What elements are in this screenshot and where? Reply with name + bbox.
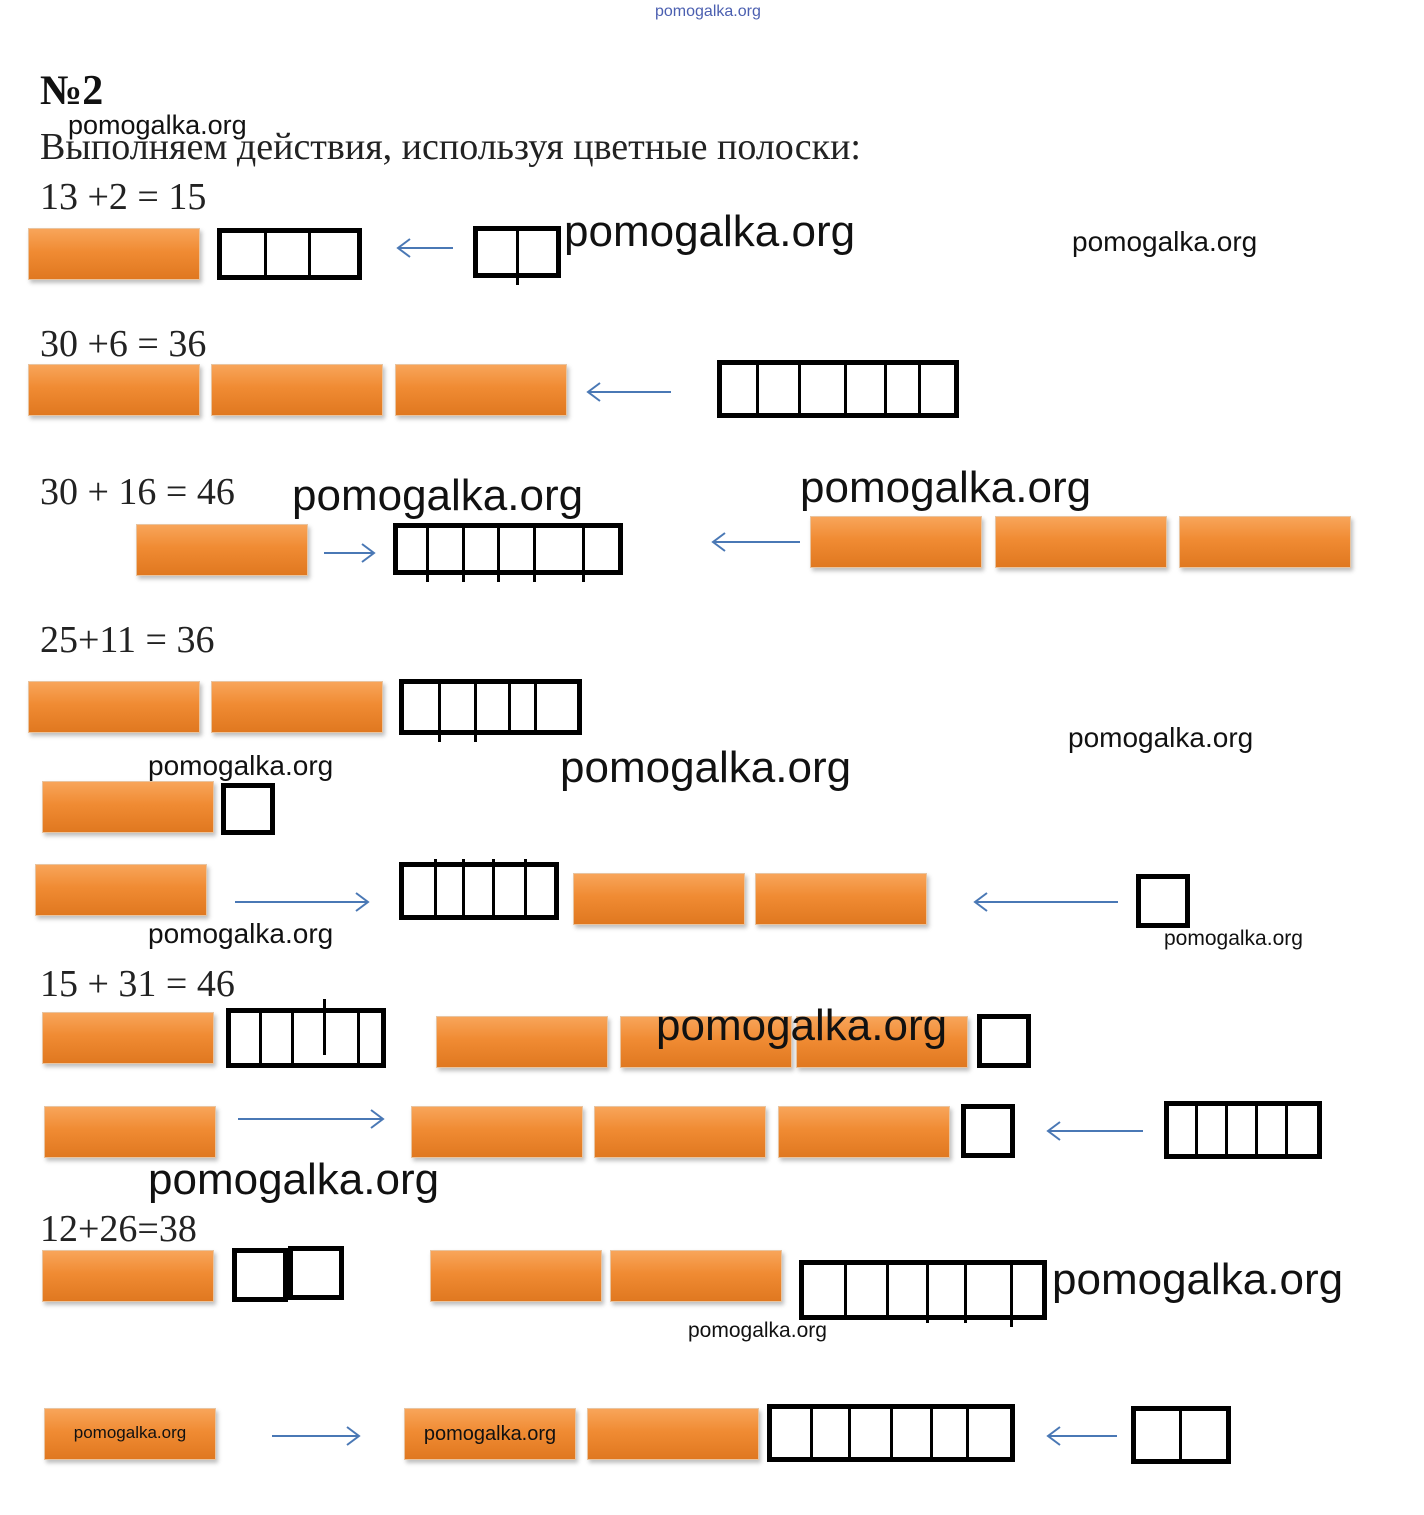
ten-bar	[211, 681, 383, 733]
arrow-right-icon	[235, 892, 370, 912]
arrow-right-icon	[238, 1109, 385, 1129]
ten-bar	[620, 1016, 792, 1068]
unit-cell-1	[977, 1014, 1031, 1068]
watermark: pomogalka.org	[656, 1001, 948, 1050]
bar-watermark: pomogalka.org	[423, 1423, 557, 1445]
ten-bar	[796, 1016, 968, 1068]
unit-cells-5	[1164, 1101, 1322, 1159]
unit-cells-5	[226, 999, 386, 1068]
bar-watermark: pomogalka.org	[73, 1423, 187, 1442]
equation-1: 13 +2 = 15	[40, 176, 207, 218]
watermark: pomogalka.org	[68, 110, 247, 140]
ten-bar-labeled: pomogalka.org	[44, 1408, 216, 1460]
site-header-watermark: pomogalka.org	[655, 3, 761, 20]
arrow-right-icon	[272, 1426, 361, 1446]
ten-bar	[395, 364, 567, 416]
arrow-right-icon	[324, 543, 376, 563]
arrow-left-icon	[586, 382, 671, 402]
ten-bar	[594, 1106, 766, 1158]
ten-bar	[42, 781, 214, 833]
ten-bar	[42, 1250, 214, 1302]
arrow-left-icon	[711, 532, 800, 552]
unit-cells-5	[399, 859, 559, 920]
unit-cells-2	[1131, 1406, 1231, 1464]
watermark: pomogalka.org	[800, 463, 1092, 512]
task-title: №2	[40, 68, 104, 114]
ten-bar	[995, 516, 1167, 568]
watermark: pomogalka.org	[1068, 722, 1254, 753]
watermark: pomogalka.org	[688, 1319, 827, 1342]
unit-cell-1	[221, 783, 275, 835]
equation-4: 25+11 = 36	[40, 619, 215, 661]
ten-bar	[411, 1106, 583, 1158]
ten-bar	[436, 1016, 608, 1068]
unit-cells-3	[217, 228, 362, 280]
ten-bar	[42, 1012, 214, 1064]
watermark: pomogalka.org	[564, 207, 856, 256]
ten-bar	[44, 1106, 216, 1158]
equation-6: 12+26=38	[40, 1208, 197, 1250]
ten-bar-labeled: pomogalka.org	[404, 1408, 576, 1460]
watermark: pomogalka.org	[292, 471, 584, 520]
watermark: pomogalka.org	[1072, 226, 1258, 257]
unit-cell-1	[232, 1248, 288, 1302]
ten-bar	[28, 681, 200, 733]
ten-bar	[778, 1106, 950, 1158]
watermark: pomogalka.org	[148, 750, 334, 781]
ten-bar	[430, 1250, 602, 1302]
instruction-text: Выполняем действия, используя цветные по…	[40, 126, 861, 168]
arrow-left-icon	[1046, 1121, 1143, 1141]
unit-cells-7	[767, 1404, 1015, 1462]
watermark: pomogalka.org	[148, 918, 334, 949]
watermark: pomogalka.org	[560, 743, 852, 792]
unit-cells-2	[473, 226, 561, 285]
equation-2: 30 +6 = 36	[40, 323, 207, 365]
watermark: pomogalka.org	[1164, 927, 1303, 950]
watermark: pomogalka.org	[148, 1155, 440, 1204]
unit-cells-6	[393, 523, 623, 582]
unit-cells-5	[399, 679, 582, 742]
ten-bar	[28, 364, 200, 416]
ten-bar	[610, 1250, 782, 1302]
unit-cell-1	[961, 1104, 1015, 1158]
unit-cells-6	[717, 360, 959, 418]
equation-5: 15 + 31 = 46	[40, 963, 235, 1005]
ten-bar	[211, 364, 383, 416]
ten-bar	[136, 524, 308, 576]
arrow-left-icon	[1046, 1426, 1117, 1446]
ten-bar	[28, 228, 200, 280]
arrow-left-icon	[396, 238, 453, 258]
watermark: pomogalka.org	[1052, 1255, 1344, 1304]
unit-cell-1	[1136, 874, 1190, 928]
equation-3: 30 + 16 = 46	[40, 471, 235, 513]
ten-bar	[810, 516, 982, 568]
unit-cells-8	[799, 1260, 1047, 1327]
ten-bar	[755, 873, 927, 925]
arrow-left-icon	[973, 892, 1118, 912]
ten-bar	[35, 864, 207, 916]
ten-bar	[1179, 516, 1351, 568]
unit-cell-1	[288, 1246, 344, 1300]
ten-bar	[587, 1408, 759, 1460]
ten-bar	[573, 873, 745, 925]
